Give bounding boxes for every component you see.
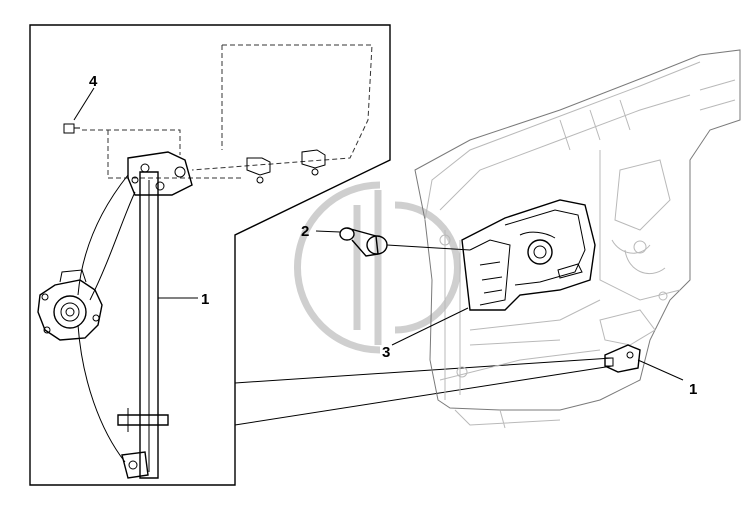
detail-panel-frame <box>29 24 391 486</box>
zoom-leader-top <box>234 357 613 384</box>
leader-1-door <box>637 359 684 381</box>
crank-handle-2 <box>315 227 471 257</box>
door-inner-panel <box>414 49 741 429</box>
leader-3 <box>391 307 469 346</box>
callout-1-door: 1 <box>689 381 697 398</box>
callout-1-regulator: 1 <box>201 291 209 308</box>
callout-3: 3 <box>382 344 390 361</box>
zoom-leader-bottom <box>234 365 613 426</box>
watermark-logo <box>294 181 461 354</box>
window-regulator <box>37 151 198 479</box>
screw-4 <box>63 87 95 134</box>
callout-4: 4 <box>89 73 98 90</box>
callout-2: 2 <box>301 223 309 240</box>
window-glass <box>191 44 373 184</box>
screw-guide <box>82 129 242 179</box>
